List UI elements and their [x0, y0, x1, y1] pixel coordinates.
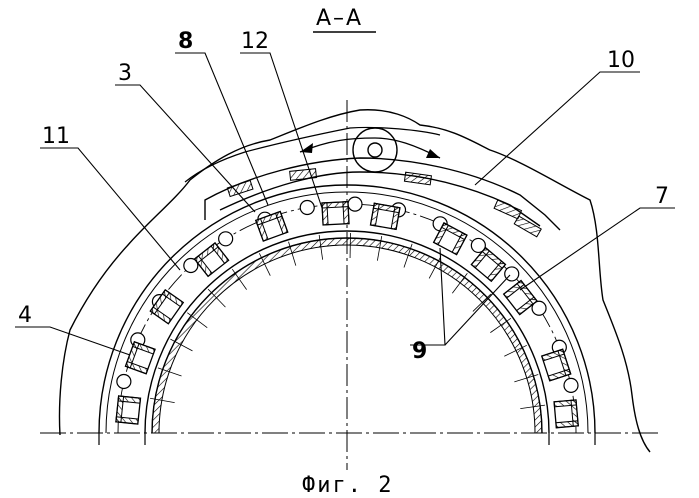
- callout-9: 9: [412, 339, 427, 364]
- channel-section: [150, 290, 183, 324]
- arrow-head-right: [426, 149, 440, 158]
- channel-section: [195, 243, 229, 276]
- callout-12: 12: [241, 29, 269, 54]
- callout-10: 10: [607, 48, 635, 73]
- callout-4: 4: [18, 303, 32, 328]
- section-label: А–А: [316, 6, 363, 31]
- callout-11: 11: [42, 124, 70, 149]
- figure-caption: Фиг. 2: [302, 473, 393, 498]
- channel-section: [542, 349, 571, 381]
- roller: [300, 200, 314, 214]
- drive-hub: [368, 143, 382, 157]
- callout-7: 7: [655, 184, 669, 209]
- roller: [564, 378, 578, 392]
- channel-section: [554, 400, 578, 428]
- channel-section: [116, 396, 141, 424]
- callout-3: 3: [118, 61, 132, 86]
- drive-wheel: [353, 128, 397, 172]
- channel-section: [322, 202, 349, 225]
- roller: [219, 232, 233, 246]
- callout-8: 8: [178, 29, 193, 54]
- roller: [348, 197, 362, 211]
- channel-section: [370, 203, 399, 229]
- roller: [117, 374, 131, 388]
- channel-section: [125, 342, 155, 374]
